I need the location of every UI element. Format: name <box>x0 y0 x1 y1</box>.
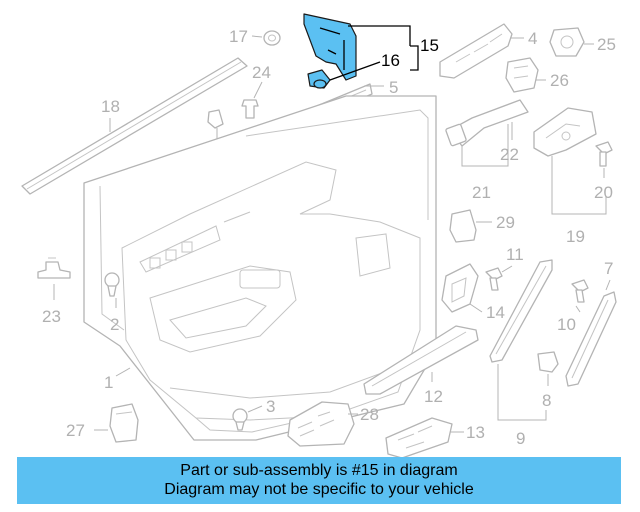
callout-8: 8 <box>542 391 551 410</box>
callout-9: 9 <box>516 429 525 448</box>
part-13-switch-bezel[interactable] <box>385 417 453 459</box>
banner-line-2: Diagram may not be specific to your vehi… <box>164 481 474 498</box>
part-11-screw[interactable] <box>485 267 503 291</box>
leader-19 <box>551 156 607 215</box>
leader-11 <box>501 265 513 273</box>
part-2-screw[interactable] <box>104 272 120 297</box>
leader-10 <box>575 305 581 313</box>
callout-27: 27 <box>66 421 85 440</box>
callout-28: 28 <box>360 405 379 424</box>
callout-21: 21 <box>472 183 491 202</box>
callout-19: 19 <box>566 227 585 246</box>
part-4-switch-bezel[interactable] <box>439 23 513 79</box>
callout-4: 4 <box>528 29 537 48</box>
part-29-switch[interactable] <box>449 209 477 243</box>
part-27-switch[interactable] <box>109 403 139 443</box>
part-24-push-clip[interactable] <box>241 99 259 119</box>
leader-14 <box>469 303 483 313</box>
part-1-door-trim-panel[interactable] <box>83 95 437 441</box>
part-3-grommet-lower[interactable] <box>232 408 248 431</box>
callout-14: 14 <box>486 303 505 322</box>
leader-17 <box>251 35 263 38</box>
leader-9 <box>497 364 547 421</box>
leader-7 <box>605 279 611 291</box>
leader-16 <box>329 61 381 81</box>
callout-17: 17 <box>229 27 248 46</box>
leader-24 <box>253 81 263 99</box>
callout-29: 29 <box>496 213 515 232</box>
callout-23: 23 <box>42 307 61 326</box>
leader-3b <box>247 405 263 413</box>
leader-21 <box>461 124 509 167</box>
callout-24: 24 <box>252 63 271 82</box>
callout-25: 25 <box>597 35 616 54</box>
leader-15 <box>348 25 419 71</box>
callout-5: 5 <box>389 78 398 97</box>
callout-12: 12 <box>424 387 443 406</box>
part-8-clip[interactable] <box>537 351 559 373</box>
part-15-highlighted[interactable] <box>303 13 357 81</box>
part-28-window-switch[interactable] <box>287 401 355 447</box>
callout-22: 22 <box>500 145 519 164</box>
part-12-armrest-trim[interactable] <box>363 325 479 395</box>
part-9-trim-strip[interactable] <box>489 259 553 363</box>
callout-18: 18 <box>101 97 120 116</box>
part-17-plug[interactable] <box>263 30 281 46</box>
callout-11: 11 <box>506 245 524 264</box>
part-26-lock-switch[interactable] <box>505 57 539 93</box>
part-19-inner-handle[interactable] <box>533 107 597 157</box>
callout-3b: 3 <box>266 397 275 416</box>
part-18-weatherstrip[interactable] <box>21 57 248 195</box>
part-23-retainer[interactable] <box>37 257 71 279</box>
callout-2: 2 <box>110 315 119 334</box>
callout-15: 15 <box>420 36 439 55</box>
part-21-pull-handle[interactable] <box>445 99 529 147</box>
callout-1: 1 <box>104 373 113 392</box>
part-16-highlighted[interactable] <box>307 69 331 89</box>
callout-13: 13 <box>466 423 485 442</box>
banner-line-1: Part or sub-assembly is #15 in diagram <box>180 462 458 479</box>
callout-20: 20 <box>594 183 613 202</box>
part-6-clip[interactable] <box>207 109 224 129</box>
part-20-screw[interactable] <box>595 141 613 167</box>
part-7-narrow-trim[interactable] <box>565 291 617 387</box>
part-10-screw[interactable] <box>571 279 589 303</box>
info-banner: Part or sub-assembly is #15 in diagram D… <box>17 457 621 504</box>
callout-16: 16 <box>381 51 400 70</box>
callout-7: 7 <box>604 259 613 278</box>
leader-1 <box>115 367 131 377</box>
callout-26: 26 <box>550 71 569 90</box>
part-14-handle-bezel[interactable] <box>441 263 479 313</box>
callout-10: 10 <box>557 315 576 334</box>
part-25-mirror-switch[interactable] <box>549 27 585 57</box>
